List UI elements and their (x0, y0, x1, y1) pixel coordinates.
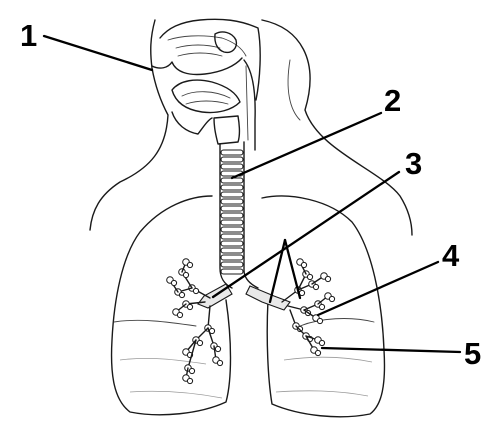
alveolus (186, 261, 194, 269)
label-5: 5 (464, 336, 482, 371)
pointer-line-3b (268, 238, 287, 304)
bronchi (197, 283, 291, 311)
pointer-line-3c (283, 238, 302, 300)
trachea-ring (220, 156, 244, 163)
trachea-ring (220, 163, 244, 170)
alveolus (300, 261, 308, 269)
alveolus (314, 349, 322, 357)
alveolus (192, 287, 200, 295)
trachea-ring (220, 226, 244, 233)
alveolus (186, 303, 194, 311)
left-bronchial-tree (166, 258, 224, 385)
alveolus (170, 279, 178, 287)
trachea-ring (220, 205, 244, 212)
trachea-ring (220, 198, 244, 205)
trachea-rings (220, 149, 244, 275)
pointer-lines (42, 34, 462, 354)
trachea-ring (220, 191, 244, 198)
pointer-line-1 (42, 34, 154, 72)
alveolus (324, 275, 332, 283)
trachea-ring (220, 219, 244, 226)
trachea-ring (220, 254, 244, 261)
alveolus (316, 317, 324, 325)
alveolus (176, 311, 184, 319)
alveolus (196, 339, 204, 347)
trachea-ring (220, 240, 244, 247)
trachea-ring (220, 247, 244, 254)
alveolus (328, 295, 336, 303)
trachea (213, 115, 259, 289)
alveolus (306, 273, 314, 281)
trachea-ring (220, 149, 244, 156)
trachea-ring (220, 233, 244, 240)
alveolus (214, 345, 222, 353)
label-2: 2 (384, 83, 402, 118)
alveolus (186, 377, 194, 385)
head-cross-section (151, 18, 261, 151)
bronchiole (187, 339, 197, 369)
alveolus (312, 283, 320, 291)
alveolus (182, 271, 190, 279)
alveolus (178, 291, 186, 299)
pointer-line-5 (320, 346, 462, 354)
body-outline (89, 19, 413, 236)
alveolus (216, 359, 224, 367)
label-1: 1 (20, 18, 38, 53)
trachea-ring (220, 212, 244, 219)
trachea-ring (220, 184, 244, 191)
pointer-line-3a (211, 170, 401, 299)
trachea-ring (220, 261, 244, 268)
alveolus (188, 367, 196, 375)
left-lung (110, 195, 232, 416)
alveolus (296, 325, 304, 333)
right-bronchial-tree (281, 258, 336, 357)
alveolus (318, 339, 326, 347)
pointer-line-4 (316, 260, 440, 317)
trachea-ring (220, 268, 244, 275)
right-lung (261, 195, 386, 418)
label-3: 3 (405, 146, 423, 181)
alveolus (318, 303, 326, 311)
label-4: 4 (442, 238, 460, 273)
pointer-line-2 (230, 111, 383, 180)
